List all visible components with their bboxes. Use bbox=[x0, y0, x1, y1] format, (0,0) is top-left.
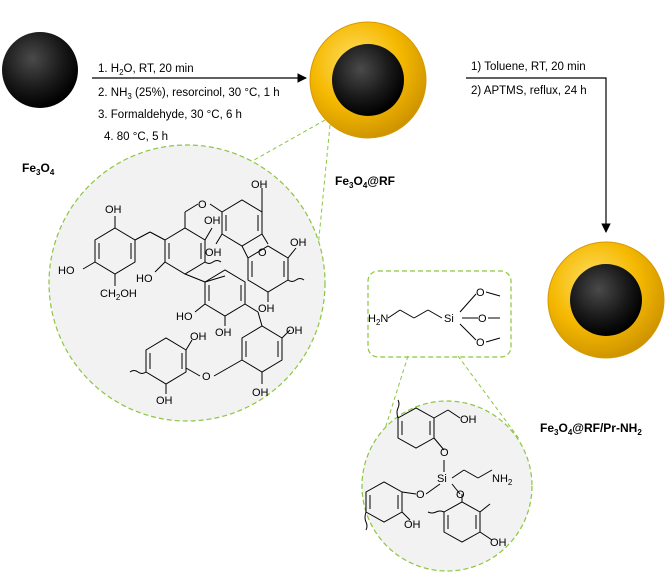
step2-arrow bbox=[466, 77, 611, 233]
svg-text:OH: OH bbox=[404, 519, 421, 531]
svg-text:O: O bbox=[476, 287, 485, 299]
step1-condition-1: 1. H2O, RT, 20 min bbox=[98, 63, 194, 77]
svg-text:OH: OH bbox=[205, 247, 222, 259]
resin-labels: OH HO CH2OH O OH HO OH OH O OH OH HO OH … bbox=[58, 179, 307, 407]
silane-structure bbox=[387, 291, 501, 343]
zoom-line-right bbox=[317, 124, 331, 249]
resin-inset bbox=[48, 144, 326, 422]
svg-text:HO: HO bbox=[176, 311, 193, 323]
svg-text:HO: HO bbox=[136, 273, 153, 285]
step1-condition-4: 4. 80 °C, 5 h bbox=[104, 131, 168, 143]
svg-text:OH: OH bbox=[190, 331, 207, 343]
fe3o4-rf-label: Fe3O4@RF bbox=[335, 174, 395, 190]
surface-structure bbox=[364, 399, 493, 543]
svg-text:OH: OH bbox=[290, 237, 307, 249]
fe3o4-rf-prnh2-label: Fe3O4@RF/Pr-NH2 bbox=[540, 421, 642, 437]
svg-text:OH: OH bbox=[156, 395, 173, 407]
step2-condition-1: 1) Toluene, RT, 20 min bbox=[471, 61, 586, 73]
svg-text:OH: OH bbox=[251, 179, 268, 191]
silane-inset-box bbox=[367, 270, 512, 358]
rf-core bbox=[332, 44, 404, 116]
svg-text:O: O bbox=[440, 447, 449, 459]
surface-labels: OH O Si NH2 O O OH OH bbox=[404, 414, 513, 549]
silane-labels: H2N Si O O O bbox=[368, 287, 487, 349]
svg-text:O: O bbox=[478, 313, 487, 325]
svg-text:H2N: H2N bbox=[368, 313, 388, 327]
step2-condition-2: 2) APTMS, reflux, 24 h bbox=[471, 85, 587, 97]
svg-text:Si: Si bbox=[444, 313, 454, 325]
surface-inset bbox=[361, 400, 533, 572]
step1-condition-3: 3. Formaldehyde, 30 °C, 6 h bbox=[98, 109, 242, 121]
svg-text:O: O bbox=[202, 371, 211, 383]
fe3o4-core-particle bbox=[2, 32, 78, 108]
svg-text:OH: OH bbox=[204, 215, 221, 227]
svg-text:HO: HO bbox=[58, 265, 75, 277]
resin-structure bbox=[82, 188, 305, 394]
fe3o4-label: Fe3O4 bbox=[22, 161, 55, 177]
svg-text:OH: OH bbox=[215, 327, 232, 339]
svg-text:OH: OH bbox=[286, 325, 303, 337]
svg-text:O: O bbox=[198, 199, 207, 211]
svg-text:O: O bbox=[476, 337, 485, 349]
svg-text:O: O bbox=[258, 247, 267, 259]
step1-condition-2: 2. NH3 (25%), resorcinol, 30 °C, 1 h bbox=[98, 87, 280, 101]
svg-text:OH: OH bbox=[258, 303, 275, 315]
svg-text:CH2OH: CH2OH bbox=[100, 288, 137, 302]
svg-text:OH: OH bbox=[490, 537, 507, 549]
svg-text:NH2: NH2 bbox=[492, 473, 513, 487]
zoom-line-left bbox=[239, 119, 326, 169]
svg-text:O: O bbox=[456, 489, 465, 501]
svg-text:OH: OH bbox=[105, 204, 122, 216]
zoom-line-small-right bbox=[457, 355, 521, 441]
svg-text:O: O bbox=[416, 489, 425, 501]
amine-core bbox=[570, 264, 642, 336]
svg-text:OH: OH bbox=[252, 387, 269, 399]
svg-text:Si: Si bbox=[437, 473, 447, 485]
svg-text:OH: OH bbox=[460, 414, 477, 426]
